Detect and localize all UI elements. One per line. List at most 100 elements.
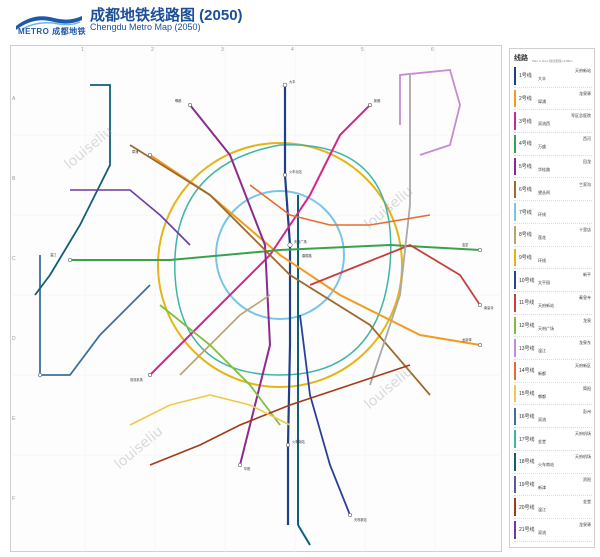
- line-10[interactable]: [299, 314, 351, 516]
- map-grid: [10, 45, 502, 552]
- line-5[interactable]: [189, 104, 272, 466]
- legend-line-color: [514, 294, 516, 312]
- legend-terminal-b: 龙泉东: [579, 340, 591, 346]
- legend-row[interactable]: 15号线郫都简阳: [514, 383, 592, 406]
- legend-line-color: [514, 430, 516, 448]
- line-12[interactable]: [159, 304, 281, 426]
- line-21[interactable]: [70, 189, 191, 246]
- legend-row[interactable]: 10号线太平园新平: [514, 269, 592, 292]
- legend-line-color: [514, 384, 516, 403]
- legend-terminal-a: 双流西: [538, 121, 550, 127]
- legend-row[interactable]: 17号线金堂天府机场: [514, 428, 592, 451]
- legend-line-name: 5号线: [519, 164, 532, 171]
- page-subtitle: Chengdu Metro Map (2050): [90, 22, 201, 32]
- legend-terminal-a: 莲花: [538, 234, 546, 240]
- legend-terminal-b: 简阳: [583, 385, 591, 391]
- line-14[interactable]: [249, 184, 431, 226]
- legend-row[interactable]: 3号线双流西军区总医院: [514, 110, 592, 134]
- line-16[interactable]: [39, 255, 151, 376]
- legend-line-color: [514, 203, 516, 221]
- legend-heading: 线路: [514, 55, 528, 62]
- legend-line-color: [514, 225, 516, 244]
- grid-col-label: 6: [431, 47, 434, 53]
- grid-row-label: C: [12, 256, 16, 262]
- legend-line-name: 4号线: [519, 141, 532, 148]
- legend-row[interactable]: 18号线火车南站天府机场: [514, 451, 592, 474]
- legend-note: Plan to lines 规划里程1,618km: [532, 59, 573, 63]
- line-17-ring[interactable]: [174, 144, 392, 376]
- legend-terminal-b: 新平: [583, 272, 591, 278]
- station-label: 金堂: [462, 242, 468, 247]
- legend-terminal-b: 龙泉驿: [579, 522, 591, 527]
- station-label: 龙泉驿: [462, 337, 472, 342]
- legend-row[interactable]: 20号线温江金堂: [514, 496, 592, 519]
- legend-terminal-b: 龙泉驿: [579, 90, 591, 96]
- legend-row[interactable]: 1号线大丰天府新站: [514, 65, 592, 88]
- legend-row[interactable]: 8号线莲花十里店: [514, 224, 592, 247]
- legend-row[interactable]: 2号线犀浦龙泉驿: [514, 88, 592, 111]
- legend-line-color: [514, 135, 516, 153]
- legend-terminal-a: 新津: [538, 484, 546, 490]
- legend-terminal-a: 郫都: [538, 393, 546, 399]
- station-label: 双流机场: [130, 377, 143, 382]
- legend-row[interactable]: 19号线新津资阳: [514, 474, 592, 497]
- metro-map[interactable]: 大丰 天府广场 春熙路 火车北站 火车南站 犀浦 龙泉驿 双流机场 天府新站 金…: [10, 45, 502, 552]
- line-15[interactable]: [129, 394, 291, 426]
- line-18-south[interactable]: [297, 524, 311, 546]
- legend-row[interactable]: 13号线温江龙泉东: [514, 337, 592, 361]
- legend-terminal-b: 龙泉: [583, 317, 591, 323]
- legend-row[interactable]: 16号线双流彭州: [514, 406, 592, 429]
- legend-row[interactable]: 5号线华桂路回龙: [514, 156, 592, 179]
- line-9-ring[interactable]: [157, 142, 403, 388]
- grid-col-label: 1: [81, 47, 84, 53]
- line-17-branch[interactable]: [34, 84, 111, 296]
- legend-terminal-b: 资阳: [583, 476, 591, 482]
- legend-terminal-b: 金堂: [583, 499, 591, 505]
- legend-row[interactable]: 14号线新都天府新区: [514, 360, 592, 383]
- legend-row[interactable]: 9号线环线: [514, 247, 592, 270]
- grid-row-label: E: [12, 416, 16, 422]
- station-label: 新都: [374, 98, 381, 103]
- line-11[interactable]: [309, 243, 481, 306]
- legend-line-name: 14号线: [519, 368, 535, 375]
- legend-row[interactable]: 6号线望丛祠兰家沟: [514, 179, 592, 202]
- legend-terminal-b: 天府新区: [575, 363, 591, 369]
- legend-terminal-a: 大丰: [538, 76, 546, 81]
- line-3[interactable]: [149, 104, 371, 376]
- legend-terminal-a: 太平园: [538, 280, 550, 286]
- legend-terminal-a: 温江: [538, 507, 546, 513]
- legend-line-name: 18号线: [519, 459, 535, 466]
- legend-row[interactable]: 21号线双流龙泉驿: [514, 519, 592, 542]
- legend-line-name: 1号线: [519, 73, 532, 80]
- header: METRO 成都地铁 成都地铁线路图 (2050) Chengdu Metro …: [0, 0, 600, 44]
- grid-row-label: F: [12, 496, 16, 502]
- legend-line-name: 16号线: [519, 413, 535, 420]
- legend-terminal-b: 天府机场: [575, 453, 591, 459]
- legend-terminal-a: 双流: [538, 530, 546, 535]
- legend-row[interactable]: 12号线天府广场龙泉: [514, 315, 592, 338]
- legend-row[interactable]: 4号线万盛 西河: [514, 133, 592, 156]
- legend-terminal-a: 万盛: [538, 144, 546, 150]
- legend-row[interactable]: 11号线天府新站秦皇寺: [514, 292, 592, 315]
- line-6[interactable]: [129, 144, 431, 396]
- line-19[interactable]: [369, 75, 411, 386]
- logo-text: METRO 成都地铁: [18, 27, 87, 36]
- legend-row[interactable]: 7号线环线: [514, 201, 592, 224]
- legend-line-name: 9号线: [519, 254, 532, 261]
- legend-terminal-b: 秦皇寺: [579, 295, 591, 300]
- line-20[interactable]: [149, 364, 411, 466]
- legend-terminal-b: 西河: [583, 136, 591, 142]
- line-1[interactable]: [283, 85, 292, 525]
- line-8[interactable]: [179, 294, 271, 376]
- legend-terminal-a: 金堂: [538, 439, 546, 445]
- legend-line-name: 17号线: [519, 436, 535, 443]
- grid-col-label: 3: [221, 47, 224, 53]
- station-label: 天府广场: [294, 239, 307, 244]
- station-label: 犀浦: [132, 149, 139, 154]
- station-label: 天府新站: [354, 517, 368, 522]
- grid-col-label: 4: [291, 47, 294, 53]
- legend-line-color: [514, 475, 516, 494]
- line-13[interactable]: [399, 69, 461, 156]
- line-4[interactable]: [70, 243, 481, 261]
